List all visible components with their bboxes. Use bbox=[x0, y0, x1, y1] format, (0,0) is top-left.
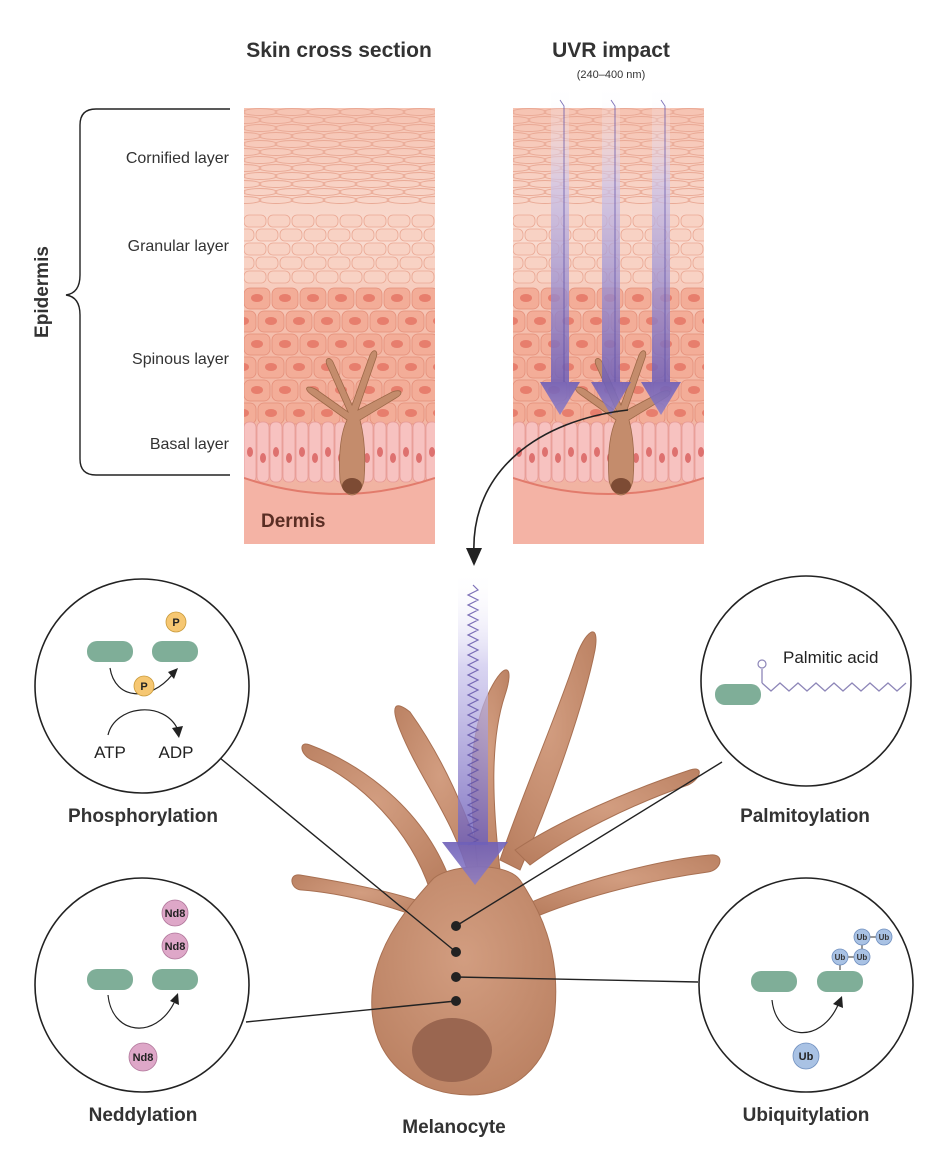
protein-unmodified bbox=[751, 971, 797, 992]
ubiquitin-badge-2 bbox=[853, 948, 871, 966]
melanocyte-label: Melanocyte bbox=[402, 1117, 505, 1138]
phosphorylation-panel: P P ATP ADP bbox=[34, 578, 250, 794]
zoom-arrow-head bbox=[466, 548, 482, 566]
nedd8-label-lower: Nd8 bbox=[165, 941, 186, 953]
melanocyte-nucleus bbox=[412, 1018, 492, 1082]
ubiquitin-badge-4 bbox=[875, 928, 893, 946]
palmitoylation-title: Palmitoylation bbox=[740, 806, 870, 827]
zoom-arrow bbox=[473, 409, 629, 556]
ubiquitin-label-2: Ub bbox=[857, 953, 868, 962]
granular-layer-label: Granular layer bbox=[128, 238, 230, 255]
ubiquitin-label-free: Ub bbox=[799, 1051, 814, 1063]
uv-rays bbox=[540, 82, 681, 415]
palmitic-acid-label: Palmitic acid bbox=[783, 648, 878, 667]
dermis-label: Dermis bbox=[261, 511, 325, 532]
ubiquitylation-panel: Ub Ub Ub Ub Ub bbox=[698, 877, 914, 1093]
nedd8-label-free: Nd8 bbox=[133, 1052, 154, 1064]
uvr-impact-title: UVR impact bbox=[552, 39, 670, 62]
neddylation-panel: Nd8 Nd8 Nd8 bbox=[34, 877, 250, 1093]
ubiquitin-label-3: Ub bbox=[857, 933, 868, 942]
melanocyte bbox=[291, 631, 721, 1096]
ubiquitin-label-4: Ub bbox=[879, 933, 890, 942]
phosphate-label-free: P bbox=[140, 681, 147, 693]
phosphate-label-bound: P bbox=[172, 617, 179, 629]
epidermis-bracket bbox=[65, 108, 230, 476]
epidermis-label: Epidermis bbox=[32, 246, 53, 338]
ubiquitin-label-1: Ub bbox=[835, 953, 846, 962]
skin-cross-section-title: Skin cross section bbox=[246, 39, 432, 62]
protein-ubiquitylated bbox=[817, 971, 863, 992]
protein-phosphorylated bbox=[152, 641, 198, 662]
atp-label: ATP bbox=[94, 743, 126, 762]
palmitic-acid-chain bbox=[761, 682, 907, 692]
neddylation-title: Neddylation bbox=[89, 1105, 198, 1126]
ubiquitin-badge-free bbox=[792, 1042, 820, 1070]
phosphorylation-title: Phosphorylation bbox=[68, 806, 218, 827]
protein-neddylated bbox=[152, 969, 198, 990]
palmitoylation-panel: Palmitic acid bbox=[700, 575, 912, 787]
protein-unmodified bbox=[87, 969, 133, 990]
nedd8-label-upper: Nd8 bbox=[165, 908, 186, 920]
uv-arrow-main bbox=[442, 570, 508, 885]
nedd8-badge-free bbox=[128, 1042, 158, 1072]
adp-label: ADP bbox=[159, 743, 194, 762]
cornified-layer-label: Cornified layer bbox=[126, 150, 230, 167]
ubiquitin-badge-1 bbox=[831, 948, 849, 966]
ubiquitylation-title: Ubiquitylation bbox=[743, 1105, 870, 1126]
connection-lines bbox=[219, 757, 723, 1023]
skin-panel-normal bbox=[244, 108, 435, 544]
ubiquitin-badge-3 bbox=[853, 928, 871, 946]
protein-unmodified bbox=[87, 641, 133, 662]
phosphate-badge-free bbox=[133, 675, 155, 697]
uvr-wavelength-range: (240–400 nm) bbox=[577, 69, 646, 81]
protein-palmitoylated bbox=[715, 684, 761, 705]
spinous-layer-label: Spinous layer bbox=[132, 351, 230, 368]
nedd8-badge-upper bbox=[161, 899, 189, 927]
phosphate-badge-bound bbox=[165, 611, 187, 633]
basal-layer-label: Basal layer bbox=[150, 436, 230, 453]
nedd8-badge-lower bbox=[161, 932, 189, 960]
